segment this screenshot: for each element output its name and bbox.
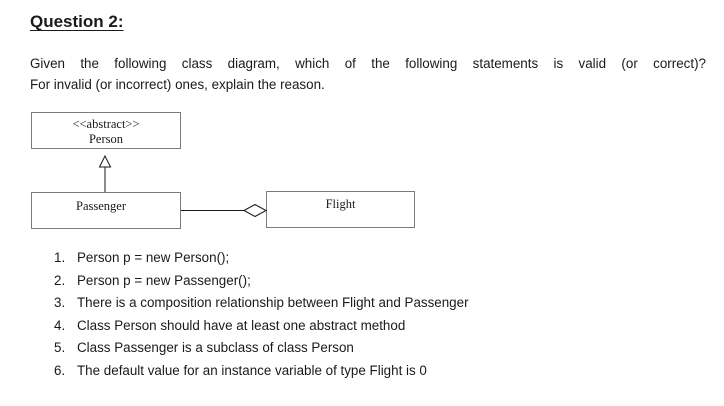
flight-class-name: Flight [325, 197, 356, 211]
question-intro: Given the following class diagram, which… [30, 53, 706, 95]
statement-number: 5. [54, 340, 66, 356]
question-title: Question 2: [30, 12, 124, 31]
person-stereotype: <<abstract>> [72, 117, 140, 131]
statement-item: 1. Person p = new Person(); [54, 247, 469, 270]
statement-text: There is a composition relationship betw… [77, 295, 469, 311]
statement-item: 3. There is a composition relationship be… [54, 292, 469, 315]
passenger-class-name: Passenger [76, 199, 126, 213]
statement-text: Person p = new Passenger(); [77, 272, 251, 288]
aggregation-diamond-icon [242, 203, 268, 218]
intro-line-2: For invalid (or incorrect) ones, explain… [30, 77, 325, 92]
statement-text: Class Person should have at least one ab… [77, 317, 406, 333]
class-box-person: <<abstract>> Person [31, 112, 181, 149]
class-box-flight: Flight [266, 191, 415, 228]
statement-list: 1. Person p = new Person(); 2. Person p = … [54, 247, 469, 383]
statement-text: Person p = new Person(); [77, 250, 230, 265]
intro-line-1: Given the following class diagram, which… [30, 56, 706, 71]
statement-item: 5. Class Passenger is a subclass of class… [54, 337, 469, 360]
statement-number: 4. [54, 317, 66, 333]
statement-item: 2. Person p = new Passenger(); [54, 270, 469, 293]
statement-number: 1. [54, 250, 66, 265]
statement-number: 6. [54, 362, 66, 378]
statement-item: 6. The default value for an instance vari… [54, 360, 469, 383]
class-box-passenger: Passenger [31, 192, 181, 229]
statement-number: 3. [54, 295, 66, 311]
statement-text: Class Passenger is a subclass of class P… [77, 340, 354, 356]
statement-number: 2. [54, 272, 66, 288]
generalization-triangle-icon [98, 154, 112, 168]
statement-item: 4. Class Person should have at least one … [54, 315, 469, 338]
statement-text: The default value for an instance variab… [77, 362, 427, 378]
person-class-name: Person [88, 132, 124, 146]
